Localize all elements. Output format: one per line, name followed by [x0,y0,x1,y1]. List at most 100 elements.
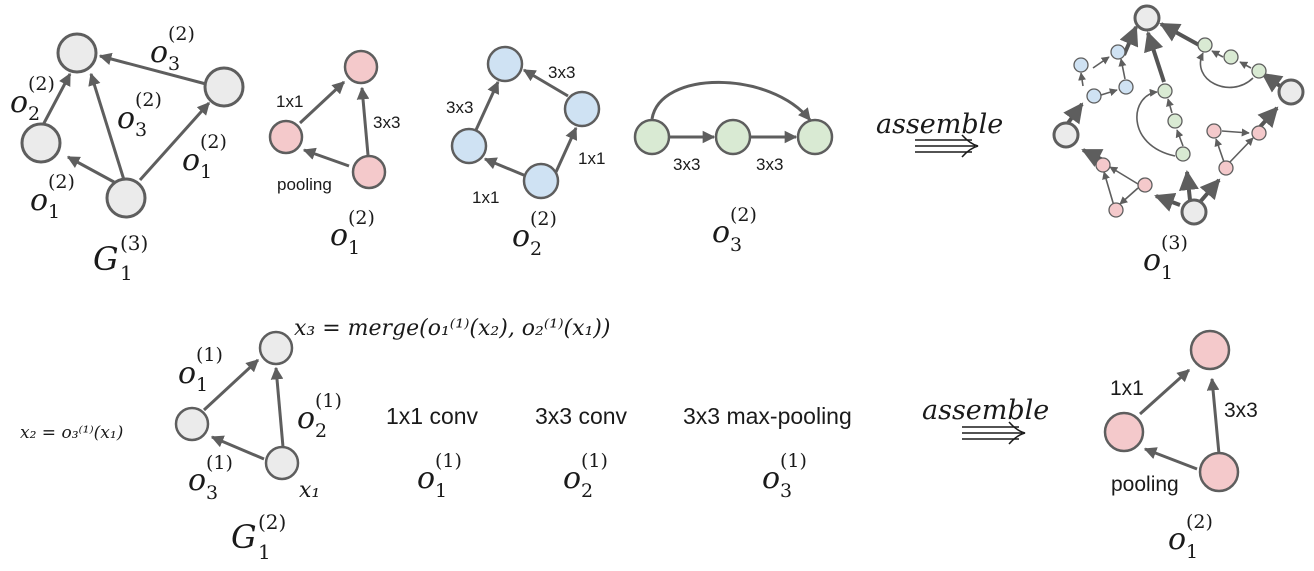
x2-formula: x₂ = o₃⁽¹⁾(x₁) [20,423,123,443]
svg-text:o: o [417,461,435,496]
primitive-3x3-max-pooling: 3x3 max-pooling o 3 (1) [683,403,852,502]
edge-label: 3x3 [1224,399,1258,422]
node-gray [264,445,300,481]
x3-formula: x₃ = merge(o₁⁽¹⁾(x₂), o₂⁽¹⁾(x₁)) [294,316,610,341]
svg-text:2: 2 [28,103,40,125]
svg-text:(1): (1) [315,390,342,412]
node-green-small [1197,37,1213,53]
edge-label: 1x1 [472,188,499,207]
svg-text:G: G [93,240,119,278]
node-blue [450,127,488,165]
node-pink-small [1218,160,1234,176]
node-green-small [1157,83,1173,99]
svg-text:o: o [182,143,200,178]
svg-text:3: 3 [206,482,218,504]
edge-label: 3x3 [756,155,783,174]
edge-label-o3-2-mid: o 3 (2) [117,89,162,141]
graph-G1-3: o 2 (2) o 3 (2) o 3 (2) o 1 (2) o 1 (2) … [10,23,245,285]
svg-text:1: 1 [348,237,360,259]
svg-text:2: 2 [530,238,542,260]
node-blue [486,45,524,83]
svg-text:(1): (1) [206,452,233,474]
svg-text:1x1 conv: 1x1 conv [386,403,479,429]
svg-text:o: o [762,461,780,496]
node-green-small [1175,146,1191,162]
edge-label-o1-2-left: o 1 (2) [30,171,75,223]
node-blue [522,162,560,200]
svg-text:(1): (1) [435,450,462,472]
node-gray [1277,78,1305,106]
graph-G1-2: x₃ = merge(o₁⁽¹⁾(x₂), o₂⁽¹⁾(x₁)) x₂ = o₃… [20,316,610,564]
svg-text:(3): (3) [120,231,148,255]
svg-text:o: o [512,219,530,254]
svg-text:(2): (2) [48,171,75,193]
svg-text:assemble: assemble [922,395,1049,426]
svg-text:o: o [178,356,196,391]
node-blue-small [1110,44,1126,60]
svg-text:3x3 conv: 3x3 conv [535,403,628,429]
node-gray [258,330,294,366]
x1-label: x₁ [299,478,320,503]
node-pink [1189,329,1231,371]
caption-o1-2-bottom: o 1 (2) [1168,511,1213,563]
svg-text:(2): (2) [730,204,757,226]
svg-text:o: o [188,463,206,498]
svg-text:(2): (2) [258,510,286,534]
svg-text:o: o [10,85,28,120]
node-gray [1052,121,1080,149]
svg-text:1: 1 [48,201,60,223]
node-pink-small [1095,157,1111,173]
node-pink [1198,451,1240,493]
graph-o1-3: o 1 (3) [1052,4,1305,284]
node-pink [268,119,304,155]
node-pink [343,49,379,85]
svg-text:(2): (2) [168,23,195,45]
svg-text:3: 3 [135,119,147,141]
svg-text:o: o [150,35,168,70]
edge-label-o1-1: o 1 (1) [178,344,223,396]
graph-o2-2: 3x3 3x3 1x1 1x1 o 2 (2) [446,45,605,260]
svg-text:(2): (2) [135,89,162,111]
edge-label: 1x1 [1110,377,1144,400]
svg-text:1: 1 [1186,541,1198,563]
graph-o3-2: 3x3 3x3 o 3 (2) [633,81,834,256]
edge-label: 3x3 [373,113,400,132]
node-pink-small [1137,177,1153,193]
svg-text:(3): (3) [1161,232,1188,254]
edge-label: 3x3 [548,63,575,82]
svg-text:o: o [30,183,48,218]
edge-label: pooling [277,175,332,194]
svg-text:o: o [117,101,135,136]
edge-label: 1x1 [578,149,605,168]
svg-text:(2): (2) [348,207,375,229]
svg-text:(2): (2) [1186,511,1213,533]
svg-text:(1): (1) [196,344,223,366]
svg-text:1: 1 [435,480,447,502]
node-gray [1180,198,1208,226]
caption-o1-2: o 1 (2) [330,207,375,259]
svg-text:2: 2 [581,480,593,502]
svg-text:(2): (2) [28,73,55,95]
assemble-arrow-top: assemble [876,109,1003,158]
edge-label-o1-2-right: o 1 (2) [182,131,227,183]
svg-text:o: o [1143,243,1161,278]
node-green-small [1223,49,1239,65]
svg-text:o: o [330,218,348,253]
node-pink [1103,411,1145,453]
caption-o2-2: o 2 (2) [512,208,557,260]
edge-label-o3-1: o 3 (1) [188,452,233,504]
assemble-arrow-bottom: assemble [922,395,1049,445]
node-pink [351,154,387,190]
svg-text:1: 1 [1161,262,1173,284]
edge-label-o2-1: o 2 (1) [297,390,342,442]
edge-label: 3x3 [446,98,473,117]
caption-o1-3: o 1 (3) [1143,232,1188,284]
primitive-1x1-conv: 1x1 conv o 1 (1) [386,403,479,502]
svg-text:3x3 max-pooling: 3x3 max-pooling [683,403,852,429]
caption-G1-2: G 1 (2) [231,510,286,564]
svg-text:1: 1 [196,374,208,396]
node-pink-small [1108,202,1124,218]
edge-label: 3x3 [673,155,700,174]
node-gray [203,66,245,108]
svg-text:(2): (2) [530,208,557,230]
